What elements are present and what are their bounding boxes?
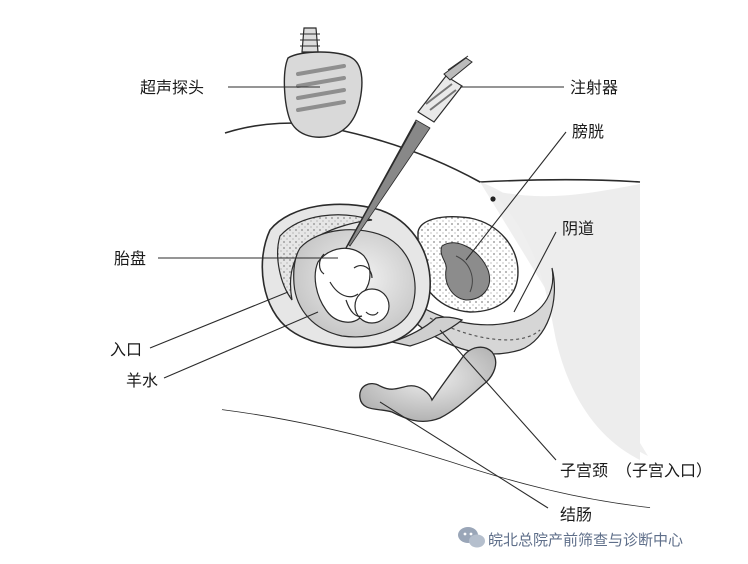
label-bladder: 膀胱 [572,122,604,141]
label-ultrasound-probe: 超声探头 [140,78,204,97]
label-syringe: 注射器 [570,78,618,97]
leader-lines [149,86,567,509]
label-placenta: 胎盘 [114,249,146,268]
watermark: 皖北总院产前筛查与诊断中心 [458,527,683,549]
rectum-tissue [409,267,556,355]
bladder [417,216,519,313]
uterus [261,203,464,349]
label-entrance: 入口 [110,340,142,359]
ultrasound-probe-icon [283,27,363,138]
fetus [314,247,390,324]
label-colon: 结肠 [560,505,592,524]
body-outline [221,122,651,564]
label-vagina: 阴道 [562,219,594,238]
colon [359,346,497,422]
wechat-icon [458,527,485,548]
watermark-text: 皖北总院产前筛查与诊断中心 [488,531,683,549]
label-cervix: 子宫颈 （子宫入口） [560,461,712,480]
syringe-icon [345,55,473,249]
label-amniotic-fluid: 羊水 [126,371,158,390]
